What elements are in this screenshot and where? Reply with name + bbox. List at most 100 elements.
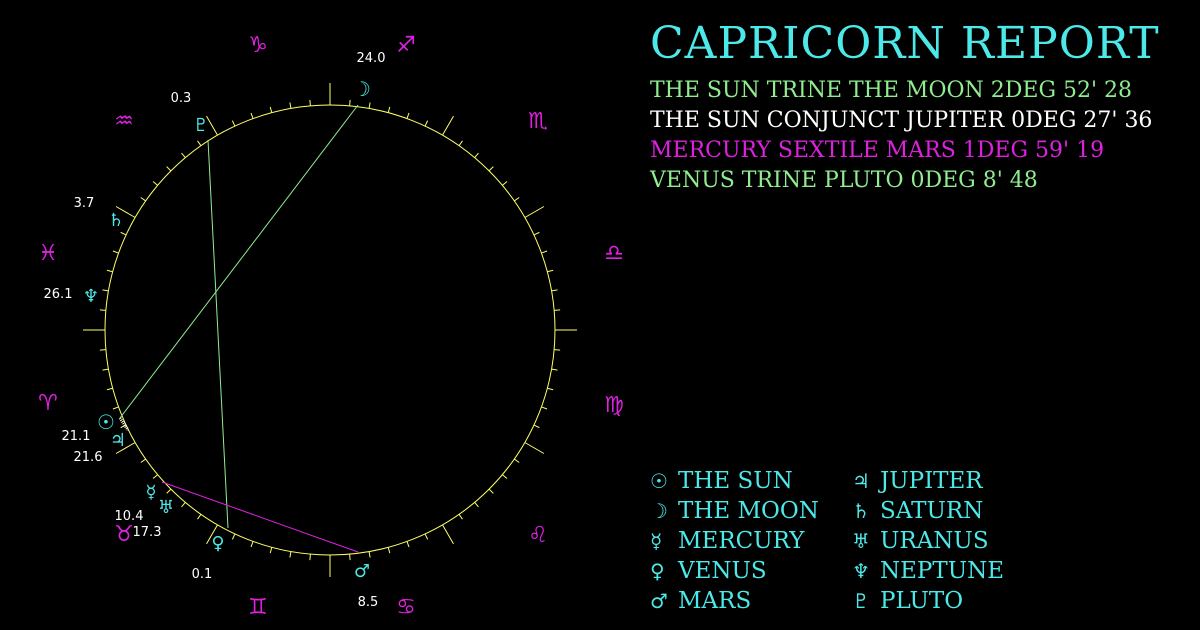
degree-tick [231, 533, 236, 540]
degree-tick [309, 99, 311, 106]
degree-tick [166, 488, 172, 494]
legend-item-neptune: ♆ NEPTUNE [852, 558, 1004, 584]
saturn-icon: ♄ [852, 499, 870, 523]
degree-tick [524, 206, 545, 218]
libra-sign: ♎ [604, 241, 624, 266]
degree-tick [488, 488, 494, 494]
degree-tick [140, 197, 146, 202]
degree-tick [474, 502, 479, 508]
legend-item-jupiter: ♃ JUPITER [852, 468, 983, 494]
degree-tick [547, 269, 554, 273]
pluto-icon: ♇ [852, 589, 870, 613]
legend-label: THE MOON [678, 498, 819, 524]
legend-item-venus: ♀VENUS [650, 558, 767, 584]
sun-glyph: ☉ [97, 410, 115, 434]
degree-tick [140, 458, 146, 463]
degree-tick [442, 524, 454, 545]
legend-item-saturn: ♄ SATURN [852, 498, 983, 524]
scorpio-sign: ♏ [528, 109, 548, 134]
degree-tick [106, 387, 113, 391]
degree-tick [250, 112, 254, 119]
venus-glyph: ♀ [211, 533, 224, 554]
degree-tick [349, 554, 351, 561]
degree-tick [547, 387, 554, 391]
degree-tick [99, 309, 106, 311]
degree-tick [115, 442, 136, 454]
legend-item-mars: ♂MARS [650, 588, 751, 614]
degree-tick [554, 349, 561, 351]
pluto-degree: 0.3 [171, 91, 192, 106]
degree-tick [115, 206, 136, 218]
degree-tick [533, 231, 540, 236]
degree-tick [309, 554, 311, 561]
degree-tick [368, 102, 371, 109]
degree-tick [514, 458, 520, 463]
degree-tick [349, 99, 351, 106]
legend-item-uranus: ♅URANUS [852, 528, 989, 554]
jupiter-glyph: ♃ [110, 430, 126, 451]
jupiter-conjunction-mark [118, 417, 130, 431]
degree-tick [406, 112, 410, 119]
degree-tick [554, 309, 561, 311]
cancer-sign: ♋ [396, 595, 416, 620]
uranus-icon: ♅ [852, 529, 870, 553]
taurus-sign: ♉ [114, 522, 134, 547]
degree-tick [387, 547, 391, 554]
degree-tick [387, 106, 391, 113]
degree-tick [106, 269, 113, 273]
aspect-line-mercury-mars [161, 481, 359, 553]
jupiter-icon: ♃ [852, 469, 870, 493]
sun-icon: ☉ [650, 469, 668, 493]
legend-label: MERCURY [678, 528, 805, 554]
aquarius-sign: ♒ [114, 109, 134, 134]
legend-label: THE SUN [678, 468, 793, 494]
legend-label: NEPTUNE [880, 558, 1005, 584]
aspect-line-2: THE SUN CONJUNCT JUPITER 0DEG 27' 36 [650, 108, 1153, 133]
legend-item-mercury: ☿ MERCURY [650, 528, 804, 554]
neptune-degree: 26.1 [44, 287, 73, 302]
degree-tick [206, 115, 218, 136]
degree-tick [120, 424, 127, 429]
mars-degree: 8.5 [358, 595, 379, 610]
degree-tick [152, 474, 158, 479]
legend-label: PLUTO [880, 588, 964, 614]
saturn-degree: 3.7 [74, 196, 95, 211]
degree-tick [152, 181, 158, 186]
uranus-glyph: ♅ [158, 497, 174, 518]
degree-tick [541, 406, 548, 410]
degree-tick [102, 289, 109, 292]
degree-tick [502, 474, 508, 479]
aries-sign: ♈ [38, 391, 58, 416]
neptune-icon: ♆ [852, 559, 870, 583]
degree-tick [269, 106, 273, 113]
mercury-icon: ☿ [650, 529, 663, 553]
degree-tick [231, 120, 236, 127]
degree-tick [424, 120, 429, 127]
degree-tick [250, 541, 254, 548]
sun-degree: 21.1 [62, 429, 91, 444]
degree-tick [533, 424, 540, 429]
legend-label: MARS [678, 588, 752, 614]
degree-tick [458, 140, 463, 146]
legend-label: JUPITER [880, 468, 983, 494]
neptune-glyph: ♆ [83, 286, 99, 307]
degree-tick [112, 406, 119, 410]
degree-tick [368, 551, 371, 558]
mars-glyph: ♂ [354, 561, 370, 582]
report-title: CAPRICORN REPORT [650, 18, 1160, 69]
mercury-degree: 10.4 [115, 509, 144, 524]
degree-tick [488, 166, 494, 172]
pluto-glyph: ♇ [193, 115, 209, 136]
moon-degree: 24.0 [357, 51, 386, 66]
aspect-line-1: THE SUN TRINE THE MOON 2DEG 52' 28 [650, 78, 1133, 103]
degree-tick [181, 152, 186, 158]
degree-tick [524, 442, 545, 454]
degree-tick [442, 115, 454, 136]
gemini-sign: ♊ [248, 595, 268, 620]
degree-tick [551, 289, 558, 292]
saturn-glyph: ♄ [108, 210, 124, 231]
legend-label: SATURN [880, 498, 984, 524]
aspect-lines [119, 104, 359, 553]
degree-tick [197, 140, 202, 146]
astrology-chart-wheel: ♑ ♐ ♏ ♎ ♍ ♌ ♋ ♊ ♉ ♈ ♓ ♒ ☉ 21.1 ☽ 24.0 ☿ … [38, 33, 624, 620]
